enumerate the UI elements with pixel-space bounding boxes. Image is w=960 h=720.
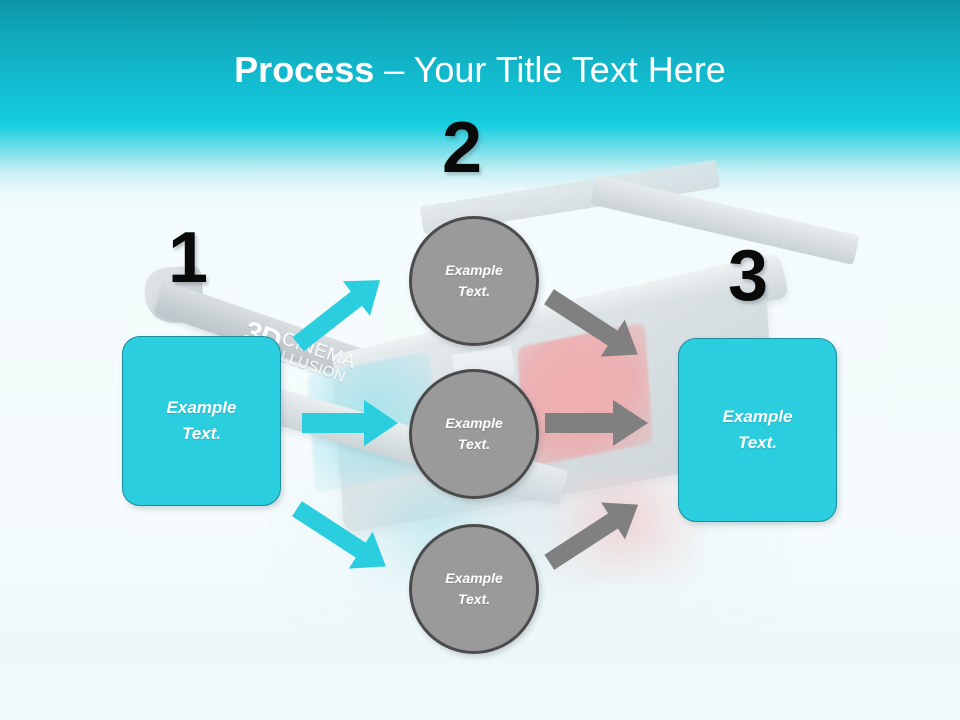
process-node-right-box[interactable]: Example Text. <box>678 338 837 522</box>
page-title-rest: Your Title Text Here <box>413 49 726 90</box>
arrow-middle-circle-to-right <box>545 400 650 446</box>
arrow-left-to-bottom-circle <box>292 496 411 576</box>
arrow-left-to-middle-circle <box>302 400 400 446</box>
process-node-left-box[interactable]: Example Text. <box>122 336 281 506</box>
arrow-top-circle-to-right <box>544 284 663 364</box>
glasses-temple-right <box>590 175 860 265</box>
step-number-3: 3 <box>728 236 769 316</box>
process-node-left-box-label: Example Text. <box>166 397 237 443</box>
process-node-right-box-label: Example Text. <box>722 406 793 452</box>
arrow-left-to-top-circle <box>292 276 406 356</box>
process-node-circle-middle-label: Example Text. <box>445 415 503 452</box>
process-node-circle-top-label: Example Text. <box>445 262 503 299</box>
process-node-circle-middle[interactable]: Example Text. <box>409 369 539 499</box>
step-number-1: 1 <box>168 218 209 298</box>
process-node-circle-bottom[interactable]: Example Text. <box>409 524 539 654</box>
page-title-bold: Process <box>234 49 375 90</box>
step-number-2: 2 <box>442 108 483 188</box>
page-title-separator: – <box>374 49 414 90</box>
arrow-bottom-circle-to-right <box>544 498 663 578</box>
process-node-circle-top[interactable]: Example Text. <box>409 216 539 346</box>
page-title: Process – Your Title Text Here <box>0 50 960 90</box>
process-node-circle-bottom-label: Example Text. <box>445 570 503 607</box>
